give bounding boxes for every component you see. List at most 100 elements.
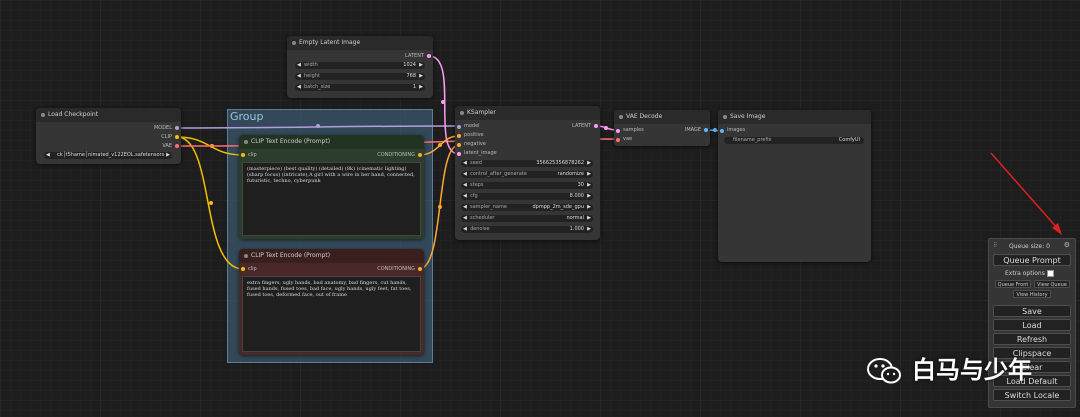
queue-menu-panel[interactable]: ⠿ Queue size: 0 ⚙ Queue Prompt Extra opt…: [988, 238, 1076, 408]
input-negative-label: negative: [464, 141, 486, 147]
arrow-left-icon[interactable]: ◀: [297, 84, 301, 90]
queue-prompt-button[interactable]: Queue Prompt: [993, 254, 1071, 266]
arrow-right-icon[interactable]: ▶: [587, 215, 591, 221]
watermark-text: 白马与少年: [912, 356, 1032, 384]
load-default-button[interactable]: Load Default: [993, 375, 1071, 387]
input-positive-slot[interactable]: [457, 134, 461, 138]
arrow-left-icon[interactable]: ◀: [463, 215, 467, 221]
arrow-right-icon[interactable]: ▶: [587, 160, 591, 166]
node-title: KSampler: [455, 106, 600, 120]
drag-handle-icon[interactable]: ⠿: [993, 242, 998, 249]
refresh-button[interactable]: Refresh: [993, 333, 1071, 345]
filename-prefix-widget[interactable]: filename_prefix ComfyUI: [724, 137, 864, 144]
steps-widget[interactable]: ◀ steps 30 ▶: [461, 182, 593, 189]
node-title: CLIP Text Encode (Prompt): [239, 249, 424, 263]
node-clip-text-encode-positive[interactable]: CLIP Text Encode (Prompt) clip CONDITION…: [239, 135, 424, 239]
widget-value: 356625356878262: [536, 160, 584, 166]
node-clip-text-encode-negative[interactable]: CLIP Text Encode (Prompt) clip CONDITION…: [239, 249, 424, 355]
output-conditioning-slot[interactable]: [418, 267, 422, 271]
arrow-right-icon[interactable]: ▶: [419, 84, 423, 90]
output-conditioning-slot[interactable]: [418, 153, 422, 157]
widget-value: 1: [412, 84, 416, 90]
view-history-button[interactable]: View History: [1013, 290, 1051, 298]
output-model-slot[interactable]: [175, 126, 179, 130]
save-button[interactable]: Save: [993, 305, 1071, 317]
output-latent-slot[interactable]: [427, 54, 431, 58]
batch-size-widget[interactable]: ◀ batch_size 1 ▶: [295, 84, 425, 91]
arrow-left-icon[interactable]: ◀: [297, 62, 301, 68]
seed-widget[interactable]: ◀ seed 356625356878262 ▶: [461, 160, 593, 167]
output-latent-label: LATENT: [572, 123, 591, 129]
arrow-right-icon[interactable]: ▶: [587, 204, 591, 210]
input-samples-slot[interactable]: [616, 129, 620, 133]
widget-label: steps: [470, 182, 484, 188]
widget-value: 1024: [403, 62, 416, 68]
widget-label: denoise: [470, 226, 490, 232]
arrow-right-icon[interactable]: ▶: [587, 171, 591, 177]
output-clip-slot[interactable]: [175, 135, 179, 139]
arrow-right-icon[interactable]: ▶: [587, 182, 591, 188]
watermark: 白马与少年: [865, 356, 1075, 386]
arrow-left-icon[interactable]: ◀: [463, 193, 467, 199]
switch-locale-button[interactable]: Switch Locale: [993, 389, 1071, 401]
arrow-right-icon[interactable]: ▶: [419, 73, 423, 79]
ckpt-name-combo[interactable]: ◀ ck│t5hame│nimated_v122EOL.safetensors …: [44, 152, 172, 159]
load-button[interactable]: Load: [993, 319, 1071, 331]
output-clip-label: CLIP: [161, 134, 172, 140]
arrow-left-icon[interactable]: ◀: [463, 171, 467, 177]
arrow-left-icon[interactable]: ◀: [463, 204, 467, 210]
clear-button[interactable]: Clear: [993, 361, 1071, 373]
scheduler-widget[interactable]: ◀ scheduler normal ▶: [461, 215, 593, 222]
negative-prompt-textarea[interactable]: extra fingers, ugly hands, bad anatomy, …: [242, 276, 421, 352]
cfg-widget[interactable]: ◀ cfg 8.000 ▶: [461, 193, 593, 200]
arrow-right-icon[interactable]: ▶: [587, 193, 591, 199]
arrow-right-icon[interactable]: ▶: [166, 152, 170, 158]
extra-options-text: Extra options: [1005, 270, 1045, 277]
control-after-generate-widget[interactable]: ◀ control_after_generate randomize ▶: [461, 171, 593, 178]
width-widget[interactable]: ◀ width 1024 ▶: [295, 62, 425, 69]
widget-label: batch_size: [304, 84, 331, 90]
node-title: Load Checkpoint: [36, 108, 181, 122]
node-vae-decode[interactable]: VAE Decode samples vae IMAGE: [614, 110, 710, 146]
node-ksampler[interactable]: KSampler model positive negative latent_…: [455, 106, 600, 240]
view-queue-button[interactable]: View Queue: [1034, 280, 1070, 288]
ckpt-name-value: ck│t5hame│nimated_v122EOL.safetensors: [57, 152, 165, 158]
gear-icon[interactable]: ⚙: [1063, 241, 1070, 249]
output-image-slot[interactable]: [704, 128, 708, 132]
arrow-right-icon[interactable]: ▶: [419, 62, 423, 68]
input-clip-slot[interactable]: [241, 153, 245, 157]
widget-value: randomize: [557, 171, 584, 177]
output-conditioning-label: CONDITIONING: [377, 152, 415, 158]
output-vae-label: VAE: [162, 143, 172, 149]
input-positive-label: positive: [464, 132, 484, 138]
arrow-left-icon[interactable]: ◀: [297, 73, 301, 79]
node-save-image[interactable]: Save Image images filename_prefix ComfyU…: [718, 110, 871, 262]
widget-label: width: [304, 62, 318, 68]
widget-label: height: [304, 73, 320, 79]
arrow-left-icon[interactable]: ◀: [463, 226, 467, 232]
input-vae-slot[interactable]: [616, 138, 620, 142]
node-title: CLIP Text Encode (Prompt): [239, 135, 424, 149]
arrow-left-icon[interactable]: ◀: [463, 182, 467, 188]
arrow-right-icon[interactable]: ▶: [587, 226, 591, 232]
height-widget[interactable]: ◀ height 768 ▶: [295, 73, 425, 80]
node-load-checkpoint[interactable]: Load Checkpoint MODEL CLIP VAE ◀ ck│t5ha…: [36, 108, 181, 164]
widget-label: scheduler: [470, 215, 495, 221]
node-empty-latent-image[interactable]: Empty Latent Image LATENT ◀ width 1024 ▶…: [287, 36, 433, 98]
input-model-slot[interactable]: [457, 125, 461, 129]
extra-options-checkbox[interactable]: [1046, 270, 1054, 277]
input-clip-slot[interactable]: [241, 267, 245, 271]
output-vae-slot[interactable]: [175, 144, 179, 148]
input-images-slot[interactable]: [720, 129, 724, 133]
sampler-name-widget[interactable]: ◀ sampler_name dpmpp_2m_sde_gpu ▶: [461, 204, 593, 211]
denoise-widget[interactable]: ◀ denoise 1.000 ▶: [461, 226, 593, 233]
output-latent-slot[interactable]: [594, 124, 598, 128]
input-negative-slot[interactable]: [457, 143, 461, 147]
positive-prompt-textarea[interactable]: (masterpiece) (best quality) (detailed) …: [242, 162, 421, 236]
arrow-left-icon[interactable]: ◀: [463, 160, 467, 166]
clipspace-button[interactable]: Clipspace: [993, 347, 1071, 359]
queue-front-button[interactable]: Queue Front: [995, 280, 1031, 288]
arrow-left-icon[interactable]: ◀: [46, 152, 50, 158]
input-latent-image-slot[interactable]: [457, 152, 461, 156]
widget-value: 8.000: [569, 193, 584, 199]
